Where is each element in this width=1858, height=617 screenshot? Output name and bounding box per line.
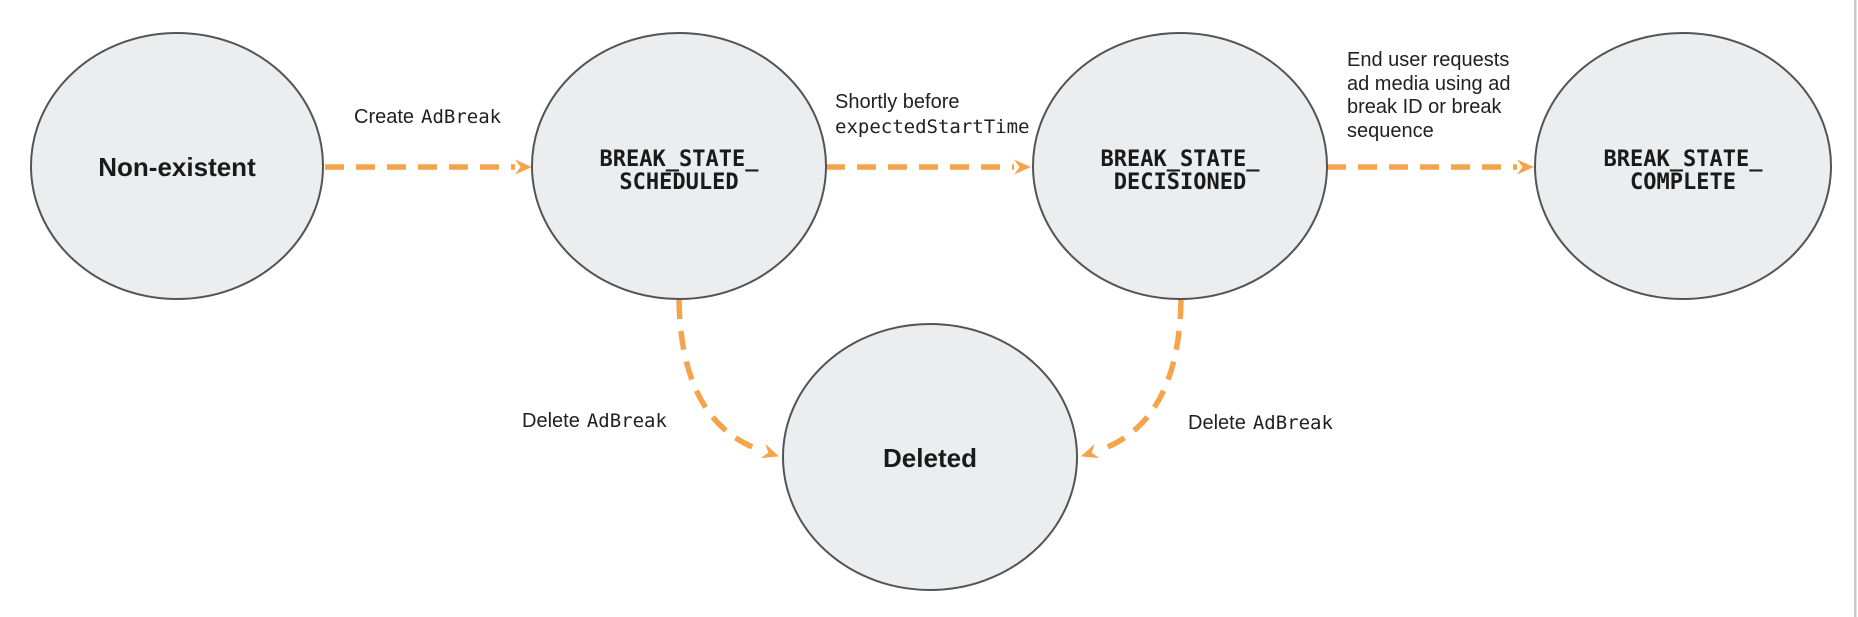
state-label-complete-line2: COMPLETE (1630, 170, 1736, 195)
state-label-decisioned-line1: BREAK_STATE_ (1101, 147, 1261, 172)
state-circle-deleted (782, 323, 1078, 591)
label-word: Create (354, 106, 414, 128)
transition-delete-adbreak-left: Delete AdBreak (522, 299, 780, 459)
state-circle-complete (1534, 32, 1832, 300)
state-label-decisioned-line2: DECISIONED (1114, 170, 1246, 195)
transition-label-shortly-before-line1: Shortly before (835, 91, 960, 113)
state-circle-non-existent (30, 32, 324, 300)
label-word: Delete (522, 410, 580, 432)
transition-label-delete-right: Delete AdBreak (1188, 412, 1333, 434)
right-edge-divider (1854, 0, 1857, 617)
state-node-break-state-complete: BREAK_STATE_ COMPLETE (1534, 32, 1832, 300)
arrow-delete-adbreak-right (1080, 299, 1184, 459)
state-node-break-state-decisioned: BREAK_STATE_ DECISIONED (1032, 32, 1328, 300)
transition-label-end-user-line4: sequence (1347, 120, 1434, 142)
state-label-complete-line1: BREAK_STATE_ (1604, 147, 1764, 172)
label-code: AdBreak (421, 106, 502, 128)
transition-delete-adbreak-right: Delete AdBreak (1080, 299, 1333, 459)
transition-label-create-adbreak: Create AdBreak (354, 106, 502, 128)
transition-label-end-user-line2: ad media using ad (1347, 73, 1510, 95)
state-circle-scheduled (531, 32, 827, 300)
state-circle-decisioned (1032, 32, 1328, 300)
transition-label-shortly-before-line2: expectedStartTime (835, 116, 1029, 138)
state-node-break-state-scheduled: BREAK_STATE_ SCHEDULED (531, 32, 827, 300)
state-label-deleted: Deleted (883, 443, 977, 473)
transition-label-end-user-line3: break ID or break (1347, 96, 1503, 118)
transition-label-delete-left: Delete AdBreak (522, 410, 667, 432)
label-word: Delete (1188, 412, 1246, 434)
label-code: AdBreak (1253, 412, 1334, 434)
transition-end-user-request: End user requests ad media using ad brea… (1327, 49, 1534, 175)
state-label-scheduled-line1: BREAK_STATE_ (600, 147, 760, 172)
state-label-non-existent: Non-existent (98, 152, 256, 182)
transition-label-end-user-line1: End user requests (1347, 49, 1509, 71)
arrow-delete-adbreak-left (676, 299, 780, 459)
state-node-deleted: Deleted (782, 323, 1078, 591)
transition-shortly-before: Shortly before expectedStartTime (826, 91, 1031, 175)
state-label-scheduled-line2: SCHEDULED (619, 170, 738, 195)
state-node-non-existent: Non-existent (30, 32, 324, 300)
transition-create-adbreak: Create AdBreak (325, 106, 532, 175)
label-code: AdBreak (587, 410, 668, 432)
